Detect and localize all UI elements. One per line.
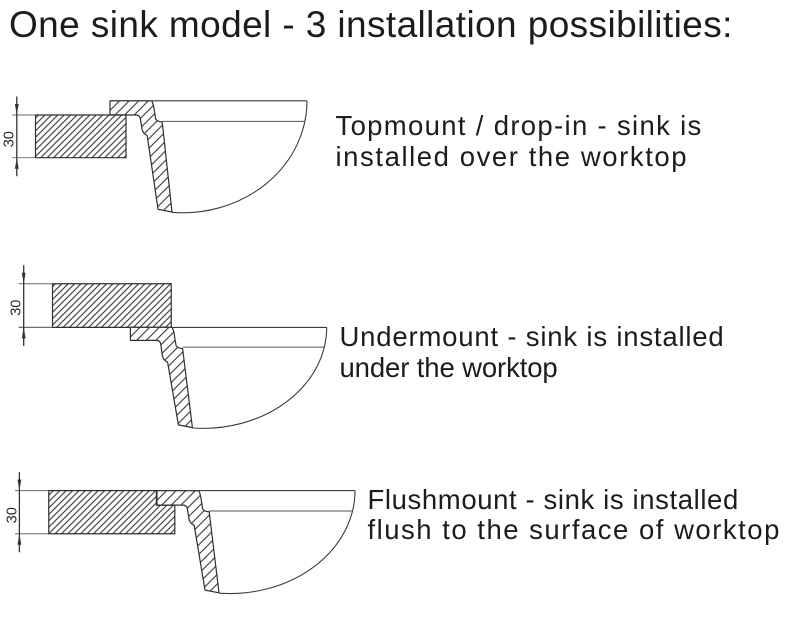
- svg-text:30: 30: [2, 131, 18, 147]
- svg-text:30: 30: [5, 507, 21, 523]
- svg-text:30: 30: [9, 300, 25, 316]
